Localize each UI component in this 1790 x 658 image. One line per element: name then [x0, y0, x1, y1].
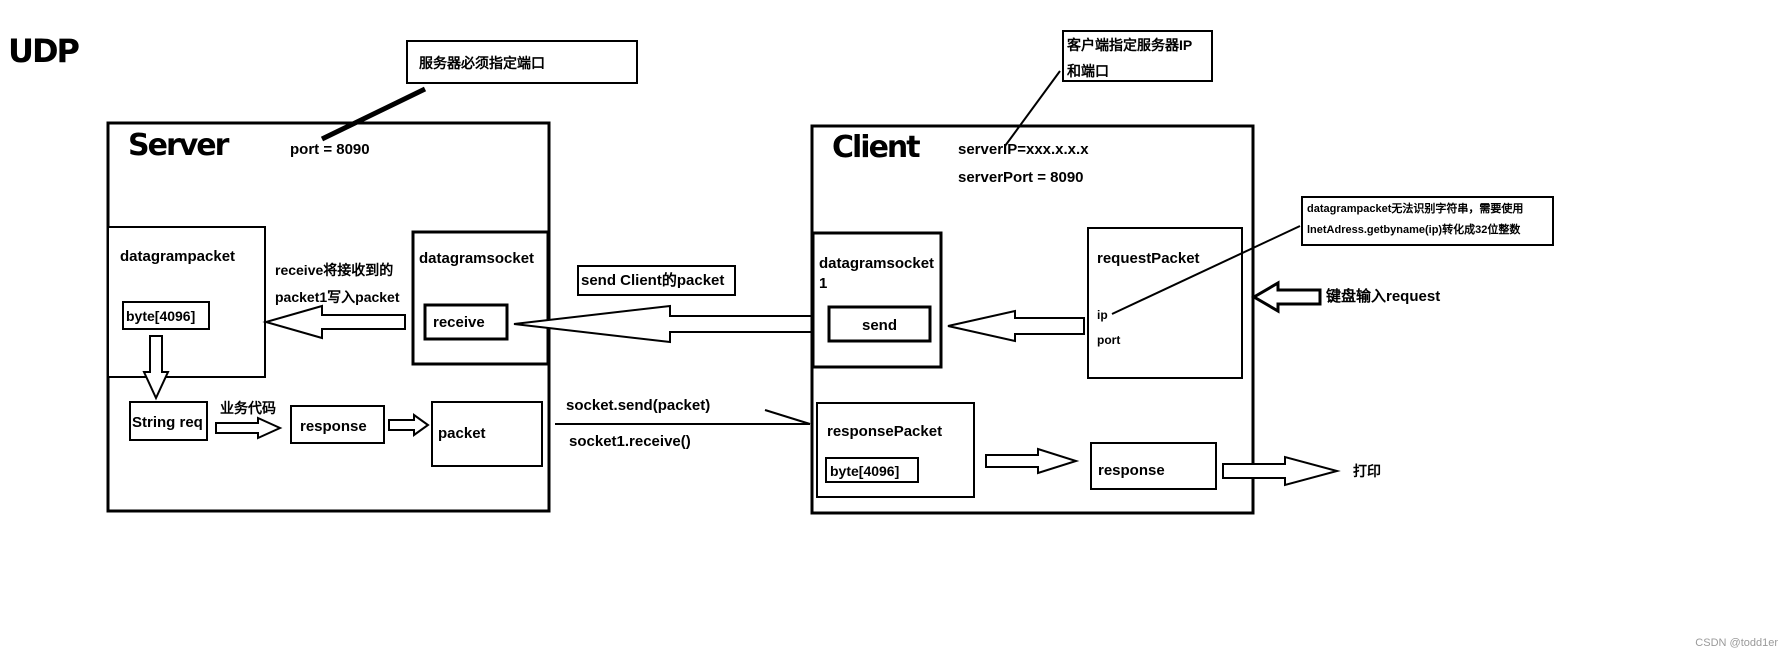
client-server-ip-label: serverIP=xxx.x.x.x — [958, 141, 1089, 158]
client-ip-label: ip — [1097, 308, 1108, 322]
watermark: CSDN @todd1er — [1695, 637, 1778, 649]
client-datagramsocket-label-line1: datagramsocket — [819, 255, 934, 272]
client-request-packet-label: requestPacket — [1097, 250, 1200, 267]
client-response-box — [1090, 442, 1217, 490]
server-string-req-box — [129, 401, 208, 441]
client-note-line1: 客户端指定服务器IP — [1066, 37, 1192, 53]
arrow-buffer-to-string — [142, 335, 170, 401]
server-packet-box — [431, 401, 543, 467]
server-datagramsocket-box — [411, 230, 550, 366]
flow-line-arrowhead — [764, 409, 811, 425]
arrow-packet-to-response — [985, 447, 1080, 475]
server-receive-note-line2: packet1写入packet — [275, 289, 400, 305]
server-response-box — [290, 405, 385, 444]
client-send-box — [827, 305, 932, 343]
client-server-port-label: serverPort = 8090 — [958, 169, 1084, 186]
server-byte-buffer-label: byte[4096] — [126, 308, 195, 324]
client-datagramsocket-box — [811, 231, 943, 369]
arrow-request-to-send — [947, 309, 1085, 343]
client-byte-buffer-box — [825, 457, 919, 483]
ip-note-box — [1301, 196, 1554, 246]
server-receive-note-line1: receive将接收到的 — [275, 262, 393, 278]
arrow-response-to-print — [1222, 455, 1341, 487]
arrow-req-to-response — [215, 416, 283, 440]
server-byte-buffer-box — [122, 301, 210, 330]
server-datagrampacket-label: datagrampacket — [120, 248, 235, 265]
arrow-response-to-packet — [388, 413, 430, 437]
client-note-pointer — [1004, 70, 1061, 147]
ip-note-line2: lnetAdress.getbyname(ip)转化成32位整数 — [1307, 222, 1521, 236]
send-client-packet-label: send Client的packet — [581, 271, 724, 289]
server-receive-label: receive — [433, 314, 485, 331]
arrow-send-to-receive — [513, 304, 823, 344]
client-note-line2: 和端口 — [1067, 63, 1109, 79]
client-note-box — [1062, 30, 1213, 82]
keyboard-input-label: 键盘输入request — [1325, 287, 1440, 305]
server-response-label: response — [300, 418, 367, 435]
server-note-text: 服务器必须指定端口 — [419, 55, 545, 71]
server-port-label: port = 8090 — [290, 141, 370, 158]
arrow-keyboard-input — [1251, 280, 1322, 314]
client-response-label: response — [1098, 462, 1165, 479]
send-client-packet-box — [577, 265, 736, 296]
client-datagramsocket-label-line2: 1 — [819, 275, 827, 292]
socket-receive-label: socket1.receive() — [569, 433, 691, 450]
ip-note-pointer — [1111, 225, 1301, 315]
client-print-label: 打印 — [1353, 463, 1381, 479]
server-datagramsocket-label: datagramsocket — [419, 250, 534, 267]
client-byte-buffer-label: byte[4096] — [830, 463, 899, 479]
socket-send-label: socket.send(packet) — [566, 397, 710, 414]
client-heading: Client — [832, 130, 920, 165]
server-note-box — [406, 40, 638, 84]
client-response-packet-label: responsePacket — [827, 423, 942, 440]
arrow-receive-to-packet — [262, 304, 406, 340]
client-request-packet-box — [1087, 227, 1243, 379]
client-port-label: port — [1097, 333, 1120, 347]
client-send-label: send — [862, 317, 897, 334]
diagram-title: UDP — [8, 32, 80, 70]
server-business-code-label: 业务代码 — [220, 400, 276, 416]
server-packet-label: packet — [438, 425, 486, 442]
server-note-pointer — [320, 86, 427, 142]
server-receive-box — [423, 303, 509, 341]
server-string-req-label: String req — [132, 414, 203, 431]
server-heading: Server — [128, 128, 230, 163]
ip-note-line1: datagrampacket无法识别字符串，需要使用 — [1307, 201, 1523, 215]
